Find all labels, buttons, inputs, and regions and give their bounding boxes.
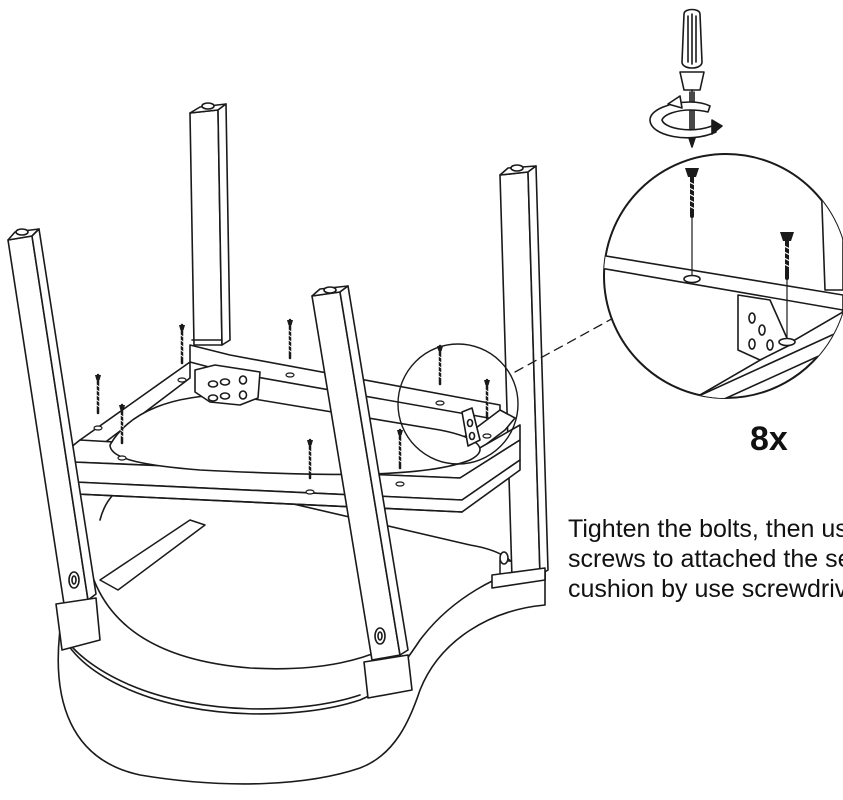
instruction-line: cushion by use screwdriver. [568,575,843,603]
screw-icon [685,168,699,276]
instruction-line: screws to attached the seat [568,545,843,573]
cushion-braces [99,519,546,591]
front-legs [7,228,413,699]
rotate-clockwise-icon [649,95,723,139]
screw-icon [285,318,295,360]
zoom-detail [603,153,843,399]
instruction-text: Tighten the bolts, then use screws to at… [568,514,843,604]
screw-icon [93,373,103,415]
quantity-label: 8x [750,420,788,458]
seat-frame [69,344,521,513]
screw-icon [435,344,445,386]
screwdriver-icon [679,8,705,148]
callout-leader-line [514,309,629,373]
detail-marker-circle [397,343,519,465]
screw-icon [780,232,794,339]
instruction-line: Tighten the bolts, then use [568,515,843,543]
screw-icon [177,323,187,365]
seat-cushion [57,475,546,785]
